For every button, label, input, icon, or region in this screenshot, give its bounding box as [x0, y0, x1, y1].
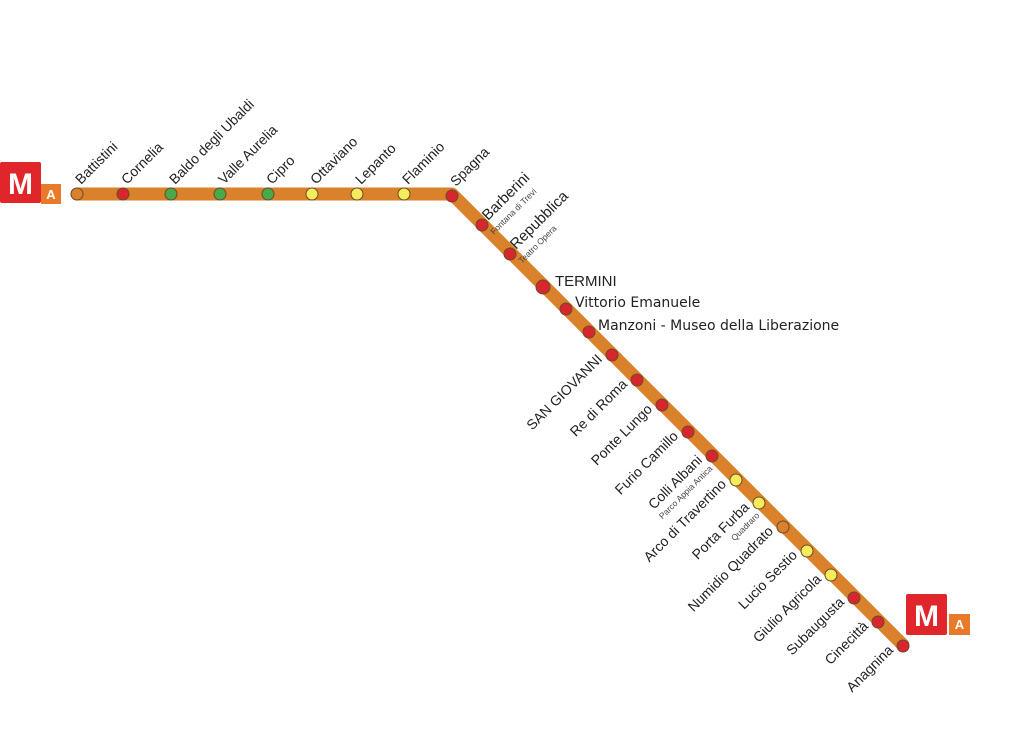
station-stop-anagnina[interactable] [896, 639, 910, 653]
station-stop-valle-aurelia[interactable] [213, 187, 227, 201]
station-stop-spagna[interactable] [445, 189, 459, 203]
station-label-baldo-degli-ubaldi: Baldo degli Ubaldi [166, 96, 257, 187]
metro-logo-right-a-box [949, 614, 970, 635]
station-stop-ponte-lungo[interactable] [655, 398, 669, 412]
station-label-spagna: Spagna [447, 144, 493, 190]
station-label-vittorio-emanuele: Vittorio Emanuele [575, 295, 700, 311]
station-label-ottaviano: Ottaviano [307, 133, 361, 187]
station-stop-subaugusta[interactable] [847, 591, 861, 605]
metro-logo-left-a-box [41, 184, 61, 204]
metro-logo-right: M A [906, 594, 970, 635]
station-label-termini: TERMINI [555, 273, 617, 290]
station-stop-colli-albani[interactable] [705, 449, 719, 463]
station-stop-ottaviano[interactable] [305, 187, 319, 201]
metro-logo-left-m-box [0, 162, 41, 203]
station-stop-cinecitta[interactable] [871, 615, 885, 629]
station-stop-termini[interactable] [535, 279, 551, 295]
station-stop-san-giovanni[interactable] [605, 348, 619, 362]
metro-logo-right-m: M [914, 600, 939, 633]
station-stop-numidio-quadrato[interactable] [776, 520, 790, 534]
metro-logo-left: M A [0, 162, 61, 204]
metro-logo-right-a: A [955, 617, 965, 632]
station-stop-manzoni-museo-della-liberazione[interactable] [582, 325, 596, 339]
station-stop-battistini[interactable] [70, 187, 84, 201]
station-stop-porta-furba[interactable] [752, 496, 766, 510]
station-label-battistini: Battistini [72, 138, 121, 187]
station-stop-furio-camillo[interactable] [681, 425, 695, 439]
station-stop-flaminio[interactable] [397, 187, 411, 201]
station-stop-arco-di-travertino[interactable] [729, 473, 743, 487]
metro-logo-left-m: M [8, 168, 33, 201]
station-stop-baldo-degli-ubaldi[interactable] [164, 187, 178, 201]
station-stop-giulio-agricola[interactable] [824, 568, 838, 582]
station-label-manzoni-museo-della-liberazione: Manzoni - Museo della Liberazione [598, 318, 839, 334]
station-stop-cornelia[interactable] [116, 187, 130, 201]
station-stop-lepanto[interactable] [350, 187, 364, 201]
station-stop-barberini[interactable] [475, 218, 489, 232]
station-label-anagnina: Anagnina [843, 642, 896, 695]
station-label-lepanto: Lepanto [352, 140, 399, 187]
station-label-cinecitta: Cinecittà [821, 618, 871, 668]
station-label-cornelia: Cornelia [118, 139, 166, 187]
stations-layer [70, 187, 910, 653]
metro-logo-left-a: A [46, 187, 56, 202]
station-stop-lucio-sestio[interactable] [800, 544, 814, 558]
station-stop-cipro[interactable] [261, 187, 275, 201]
station-stop-repubblica[interactable] [503, 247, 517, 261]
station-stop-re-di-roma[interactable] [630, 373, 644, 387]
station-label-cipro: Cipro [263, 152, 298, 187]
station-label-flaminio: Flaminio [399, 138, 448, 187]
station-stop-vittorio-emanuele[interactable] [559, 302, 573, 316]
metro-logo-right-m-box [906, 594, 947, 635]
